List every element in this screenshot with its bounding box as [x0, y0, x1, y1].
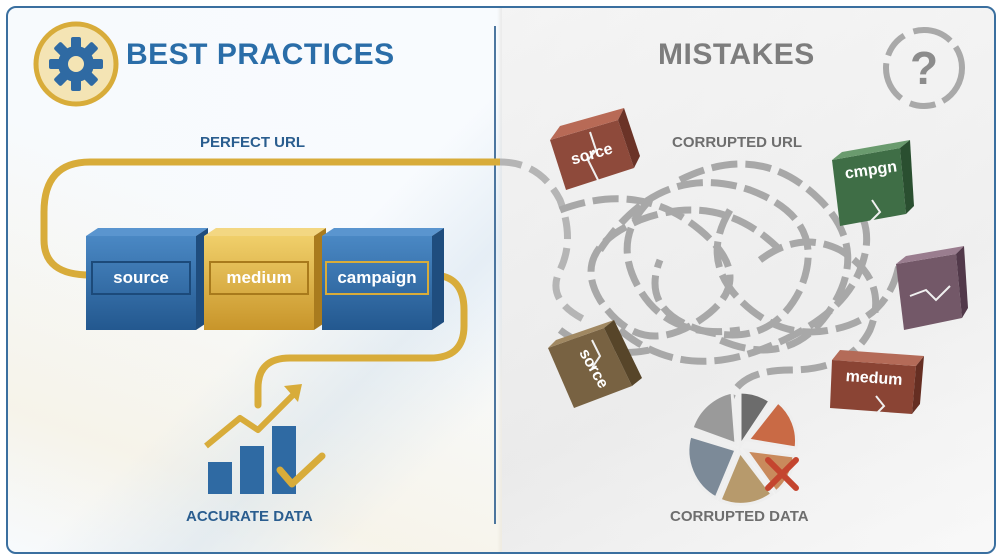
checkmark-icon [276, 452, 326, 488]
mistakes-title: MISTAKES [658, 38, 815, 71]
center-divider [494, 26, 496, 524]
accurate-data-label: ACCURATE DATA [186, 508, 313, 525]
corrupted-data-label: CORRUPTED DATA [670, 508, 809, 525]
medium-block-shape [204, 228, 326, 330]
broken-block-sorce-1 [550, 108, 640, 190]
best-practices-title: BEST PRACTICES [126, 38, 395, 71]
error-x-icon [765, 457, 799, 491]
perfect-url-label: PERFECT URL [200, 134, 305, 151]
broken-block-cmpgn [832, 140, 914, 226]
source-block-label: source [113, 268, 169, 287]
broken-pie-chart-icon [686, 390, 798, 506]
tangled-url-paths [557, 160, 904, 402]
campaign-block-label: campaign [337, 268, 417, 287]
perfect-url-path [40, 158, 504, 279]
gear-icon [33, 21, 119, 107]
bar-chart-icon [204, 384, 302, 494]
svg-text:?: ? [910, 42, 938, 94]
medium-block-label: medium [226, 268, 292, 287]
campaign-block-shape [322, 228, 444, 330]
broken-block-medum [830, 350, 924, 415]
broken-block-sorce-2 [548, 320, 642, 408]
corrupted-url-label: CORRUPTED URL [672, 134, 802, 151]
output-path [254, 271, 468, 409]
question-mark-icon: ? [883, 27, 965, 109]
broken-block-purple [896, 246, 968, 330]
